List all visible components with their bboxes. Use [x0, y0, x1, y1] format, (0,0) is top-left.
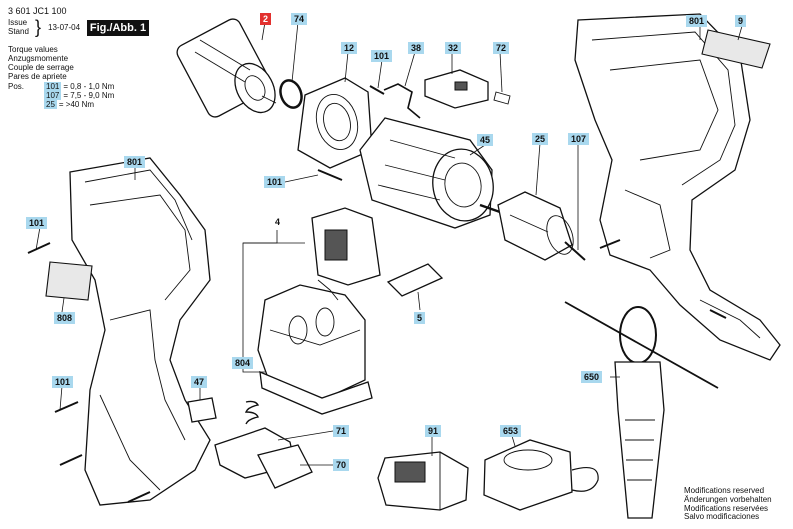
small-part [187, 397, 217, 423]
nameplate-part [701, 29, 771, 69]
auxiliary-handle-part [564, 301, 719, 519]
charger-part [483, 439, 599, 511]
switch-cap-part [386, 263, 444, 297]
torque-row: 25= >40 Nm [44, 100, 95, 109]
callout-5: 5 [414, 312, 426, 324]
gearbox-part [359, 117, 501, 229]
screw-part [27, 242, 51, 254]
doc-number: 3 601 JC1 100 [8, 6, 67, 16]
callout-101: 101 [52, 376, 74, 388]
screw-part [599, 239, 621, 249]
screw-part [369, 85, 385, 95]
modifications-note: Modifications reserved Änderungen vorbeh… [684, 486, 772, 522]
callout-9: 9 [735, 15, 747, 27]
callout-808: 808 [54, 312, 76, 324]
callout-12: 12 [341, 42, 358, 54]
label-plate-part [45, 261, 93, 301]
screw-part [54, 401, 79, 413]
callout-72: 72 [493, 42, 510, 54]
callout-804: 804 [232, 357, 254, 369]
modifications-line: Modifications reservées [684, 503, 769, 513]
callout-71: 71 [333, 425, 350, 437]
callout-91: 91 [425, 425, 442, 437]
torque-title-fr: Couple de serrage [8, 63, 74, 72]
callout-45: 45 [477, 134, 494, 146]
torque-title-es: Pares de apriete [8, 72, 67, 81]
callout-4: 4 [275, 217, 281, 227]
callout-2: 2 [260, 13, 272, 25]
callout-47: 47 [191, 376, 208, 388]
callout-38: 38 [408, 42, 425, 54]
stand-label: Stand [8, 27, 29, 36]
screw-part [564, 241, 586, 261]
callout-74: 74 [291, 13, 308, 25]
torque-title-de: Anzugsmomente [8, 54, 69, 63]
torque-row: 101= 0,8 - 1,0 Nm [44, 82, 115, 91]
screw-part [709, 309, 727, 319]
callout-653: 653 [500, 425, 522, 437]
issue-label: Issue [8, 18, 28, 27]
callout-101: 101 [264, 176, 286, 188]
brace: } [35, 17, 42, 37]
housing-left-part [69, 157, 211, 506]
wire-part [383, 83, 421, 119]
figure-label: Fig./Abb. 1 [87, 20, 149, 36]
spring-part [244, 400, 260, 425]
screw-part [127, 491, 151, 503]
callout-650: 650 [581, 371, 603, 383]
callout-70: 70 [333, 459, 350, 471]
callout-25: 25 [532, 133, 549, 145]
callout-101: 101 [371, 50, 393, 62]
callout-801: 801 [124, 156, 146, 168]
callout-801: 801 [686, 15, 708, 27]
chuck-part [497, 191, 574, 261]
motor-part [176, 18, 277, 118]
date: 13-07-04 [48, 23, 81, 32]
modifications-line: Änderungen vorbehalten [684, 494, 772, 504]
screw-part [317, 169, 343, 181]
torque-title-en: Torque values [8, 45, 58, 54]
callout-101: 101 [26, 217, 48, 229]
modifications-line: Modifications reserved [684, 486, 765, 495]
torque-pos-label: Pos. [8, 82, 25, 91]
button-part [257, 444, 313, 489]
battery-part [377, 451, 469, 511]
clip-part [493, 91, 511, 105]
modifications-line: Salvo modificaciones [684, 512, 760, 522]
switch-module-part [257, 207, 381, 415]
o-ring-part [279, 79, 303, 109]
callout-107: 107 [568, 133, 590, 145]
housing-right-part [574, 13, 781, 361]
torque-row: 107= 7,5 - 9,0 Nm [44, 91, 115, 100]
callout-32: 32 [445, 42, 462, 54]
screw-part [59, 454, 83, 466]
selector-part [424, 69, 489, 109]
